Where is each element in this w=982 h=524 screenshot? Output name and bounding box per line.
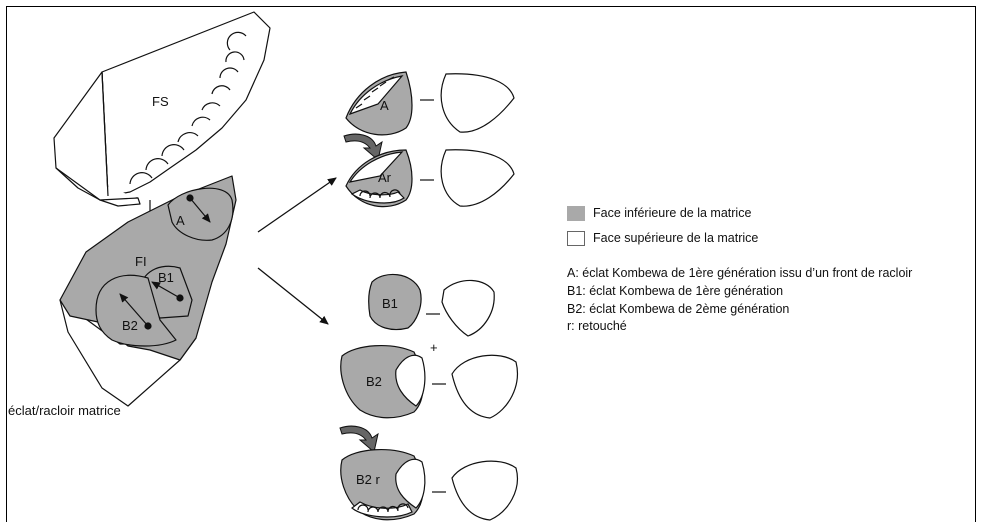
curved-arrow-b2 bbox=[339, 425, 379, 453]
flake-b2 bbox=[340, 345, 426, 419]
label-b1-flake: B1 bbox=[382, 296, 398, 311]
legend-swatch-grey bbox=[567, 206, 585, 221]
label-b2-flake: B2 bbox=[366, 374, 382, 389]
arrow-to-a bbox=[257, 177, 337, 233]
label-ar-flake: Ar bbox=[378, 170, 392, 185]
flake-ar bbox=[345, 149, 413, 208]
legend-swatch-white bbox=[567, 231, 585, 246]
label-b1-core: B1 bbox=[158, 270, 174, 285]
legend-line-b1: B1: éclat Kombewa de 1ère génération bbox=[567, 284, 784, 298]
arrow-to-b bbox=[257, 267, 329, 325]
flake-a bbox=[345, 71, 413, 136]
label-fi: FI bbox=[135, 254, 147, 269]
flake-b2-upper-face bbox=[451, 354, 518, 419]
legend-line-a: A: éclat Kombewa de 1ère génération issu… bbox=[567, 266, 913, 280]
legend-line-r: r: retouché bbox=[567, 319, 627, 333]
retouch-scallops-fs bbox=[129, 31, 247, 185]
flake-a-upper-face bbox=[440, 73, 515, 133]
label-b2r-flake: B2 r bbox=[356, 472, 381, 487]
flake-b1-upper-face bbox=[441, 279, 495, 337]
legend-label-white: Face supérieure de la matrice bbox=[593, 231, 759, 245]
figure-frame bbox=[6, 6, 976, 522]
label-plus: + bbox=[430, 340, 438, 355]
scar-arrows bbox=[119, 194, 211, 330]
lower-face-fi bbox=[59, 175, 237, 407]
flake-b2r-upper-face bbox=[451, 460, 518, 521]
legend-line-b2: B2: éclat Kombewa de 2ème génération bbox=[567, 302, 790, 316]
legend-label-grey: Face inférieure de la matrice bbox=[593, 206, 752, 220]
flake-ar-upper-face bbox=[440, 149, 515, 207]
flake-b1 bbox=[368, 273, 422, 331]
upper-face-fs bbox=[53, 11, 271, 207]
label-a-flake: A bbox=[380, 98, 389, 113]
label-matrix-caption: éclat/racloir matrice bbox=[8, 403, 121, 418]
label-fs: FS bbox=[152, 94, 169, 109]
flake-b2r bbox=[340, 449, 426, 521]
label-a-core: A bbox=[176, 213, 185, 228]
curved-arrow-a bbox=[343, 133, 383, 161]
label-b2-core: B2 bbox=[122, 318, 138, 333]
